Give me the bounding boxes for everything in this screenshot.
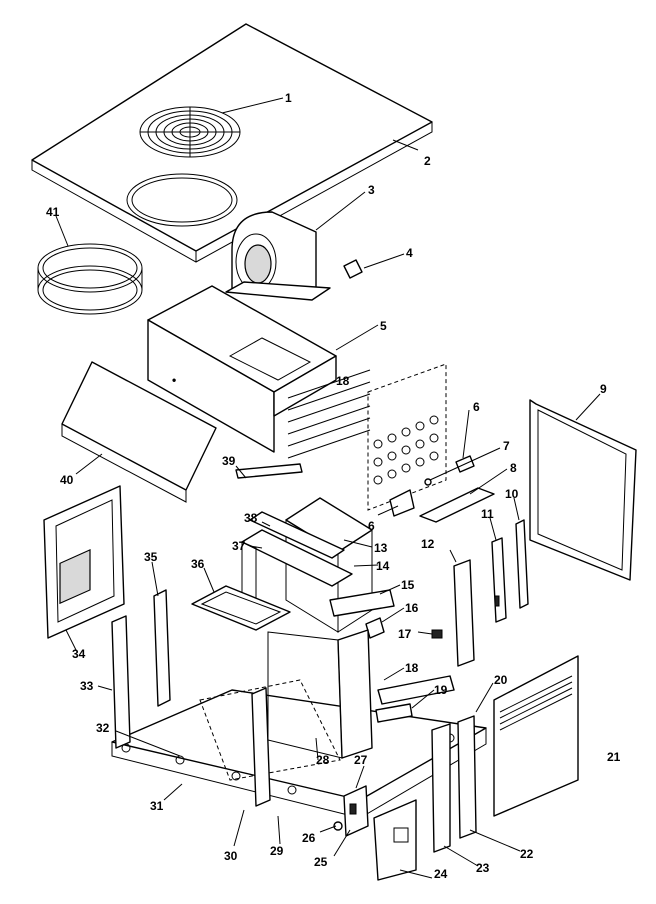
blower-compartment: •	[147, 285, 337, 453]
callout-32: 32	[96, 721, 110, 735]
callout-41: 41	[46, 205, 60, 219]
callout-22: 22	[520, 847, 534, 861]
callout-23: 23	[476, 861, 490, 875]
callout-34: 34	[72, 647, 86, 661]
callout-28: 28	[316, 753, 330, 767]
callout-40: 40	[60, 473, 74, 487]
callout-33: 33	[80, 679, 94, 693]
callout-35: 35	[144, 550, 158, 564]
inner-partition	[267, 629, 455, 759]
callout-6b: 6	[368, 519, 375, 533]
cabinet-corner-posts	[111, 559, 475, 807]
callout-9: 9	[600, 382, 607, 396]
callout-13: 13	[374, 541, 388, 555]
callout-36: 36	[191, 557, 205, 571]
blower-housing	[225, 211, 331, 301]
callout-24: 24	[434, 867, 448, 881]
orifice-ring	[37, 243, 143, 315]
callout-15: 15	[401, 578, 415, 592]
callout-5: 5	[380, 319, 387, 333]
callout-21: 21	[607, 750, 621, 764]
fan-guard	[139, 106, 241, 158]
callout-12: 12	[421, 537, 435, 551]
callout-11: 11	[481, 507, 494, 521]
callout-31: 31	[150, 799, 164, 813]
heat-exchanger	[287, 363, 447, 511]
deflector	[61, 361, 217, 503]
callout-3: 3	[368, 183, 375, 197]
callout-1: 1	[285, 91, 292, 105]
top-panel	[31, 23, 433, 263]
callout-29: 29	[270, 844, 284, 858]
svg-text:•: •	[172, 373, 176, 387]
callout-10: 10	[505, 487, 519, 501]
service-panel-vented	[493, 655, 579, 817]
cross-rail	[329, 589, 443, 639]
callout-17: 17	[398, 627, 412, 641]
callout-18b: 18	[405, 661, 419, 675]
callout-14: 14	[376, 559, 390, 573]
callout-39: 39	[222, 454, 236, 468]
callout-4: 4	[406, 246, 413, 260]
filter-rail	[491, 519, 529, 623]
callout-37: 37	[232, 539, 246, 553]
callout-19: 19	[434, 683, 448, 697]
callout-38: 38	[244, 511, 258, 525]
callout-2: 2	[424, 154, 431, 168]
callout-labels: 1 2 3 4 5 6 6 7 8 9 10 11 12 13 14 15 16…	[46, 91, 621, 881]
callout-18a: 18	[336, 374, 350, 388]
access-door	[529, 399, 637, 581]
callout-16: 16	[405, 601, 419, 615]
front-panel-lower	[373, 715, 477, 881]
callout-25: 25	[314, 855, 328, 869]
drain-pan	[191, 585, 291, 631]
callout-30: 30	[224, 849, 238, 863]
callout-26: 26	[302, 831, 316, 845]
electrical-box	[333, 785, 369, 837]
callout-20: 20	[494, 673, 508, 687]
side-panel-left	[43, 485, 125, 639]
callout-27: 27	[354, 753, 368, 767]
callout-8: 8	[510, 461, 517, 475]
bracket-small	[343, 259, 363, 279]
callout-6a: 6	[473, 400, 480, 414]
callout-7: 7	[503, 439, 510, 453]
